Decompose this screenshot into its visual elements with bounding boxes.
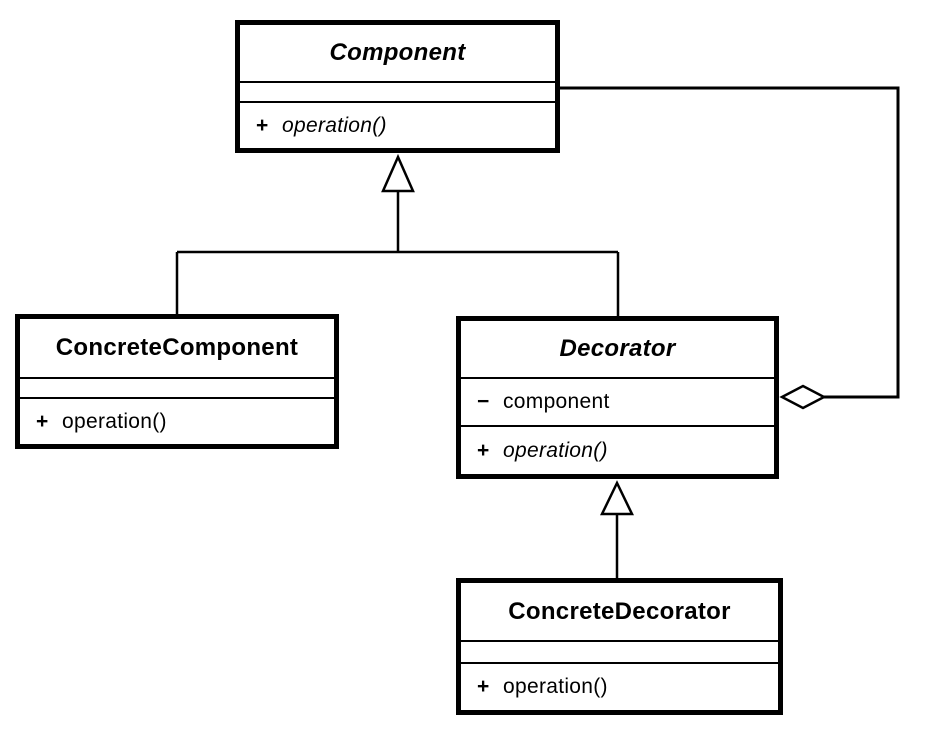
method-visibility: + [477,438,490,462]
class-title: ConcreteComponent [20,319,334,379]
method-name: operation() [62,409,167,433]
method-name: operation() [503,438,608,462]
attributes-section: − component [461,379,774,427]
methods-section: + operation() [20,399,334,444]
method-name: operation() [503,675,608,698]
class-title: Decorator [461,321,774,379]
class-title: Component [240,25,555,83]
method-visibility: + [256,113,269,137]
generalization-triangle-component [381,153,415,193]
class-component: Component + operation() [235,20,560,153]
class-decorator: Decorator − component + operation() [456,316,779,479]
attribute-name: component [503,390,610,413]
methods-section: + operation() [240,103,555,148]
method-row: + operation() [461,439,608,463]
class-concrete-decorator: ConcreteDecorator + operation() [456,578,783,715]
attributes-section [20,379,334,399]
method-row: + operation() [240,114,387,138]
method-visibility: + [477,675,490,698]
methods-section: + operation() [461,664,778,710]
class-concrete-component: ConcreteComponent + operation() [15,314,339,449]
attributes-section [240,83,555,103]
class-title: ConcreteDecorator [461,583,778,642]
generalization-lines-component [175,191,620,316]
method-row: + operation() [461,675,608,699]
attribute-row: − component [461,390,610,414]
generalization-triangle-decorator [600,480,634,516]
method-row: + operation() [20,410,167,434]
aggregation-line [560,86,900,399]
methods-section: + operation() [461,427,774,474]
method-name: operation() [282,113,387,137]
attributes-section [461,642,778,664]
attribute-visibility: − [477,390,490,413]
aggregation-diamond [779,384,827,410]
method-visibility: + [36,409,49,433]
